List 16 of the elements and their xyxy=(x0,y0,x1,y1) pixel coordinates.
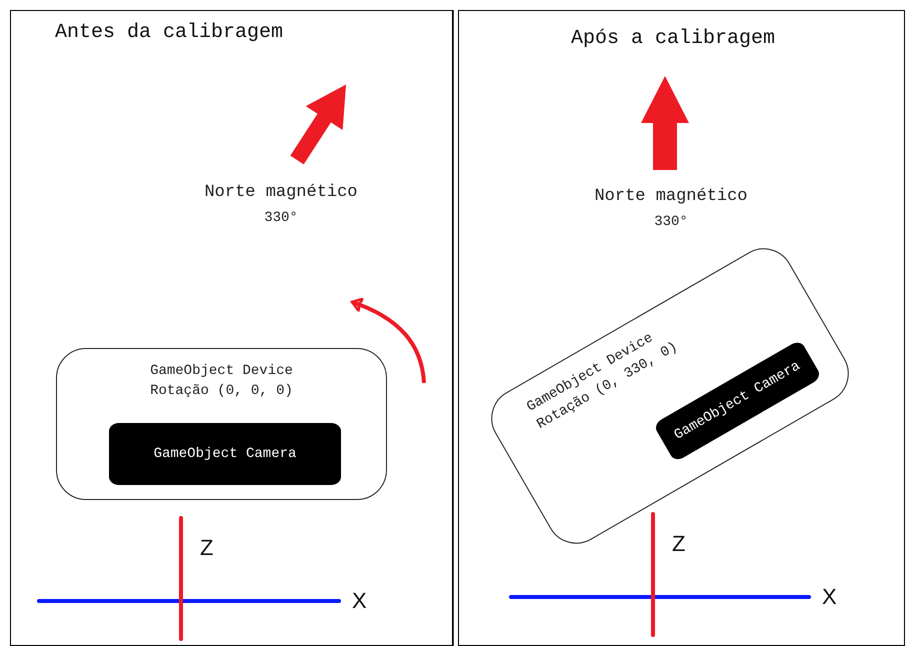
axis-label: Z xyxy=(672,531,686,557)
panel-heading: Após a calibragem xyxy=(571,27,776,50)
north-label: Norte magnético xyxy=(593,187,749,206)
axis-label: X xyxy=(352,588,367,614)
north-label: Norte magnético xyxy=(203,183,359,202)
device-box xyxy=(56,348,387,500)
axis-label: X xyxy=(822,584,837,610)
angle-value: 330° xyxy=(263,210,299,226)
panel-frame xyxy=(458,10,905,646)
rotation-value: Rotação (0, 0, 0) xyxy=(149,383,294,399)
panel-heading: Antes da calibragem xyxy=(55,21,284,44)
camera-box: GameObject Camera xyxy=(109,423,341,485)
panel-frame xyxy=(10,10,453,646)
object-name: GameObject Device xyxy=(149,363,294,379)
angle-value: 330° xyxy=(653,214,689,230)
axis-label: Z xyxy=(200,535,214,561)
